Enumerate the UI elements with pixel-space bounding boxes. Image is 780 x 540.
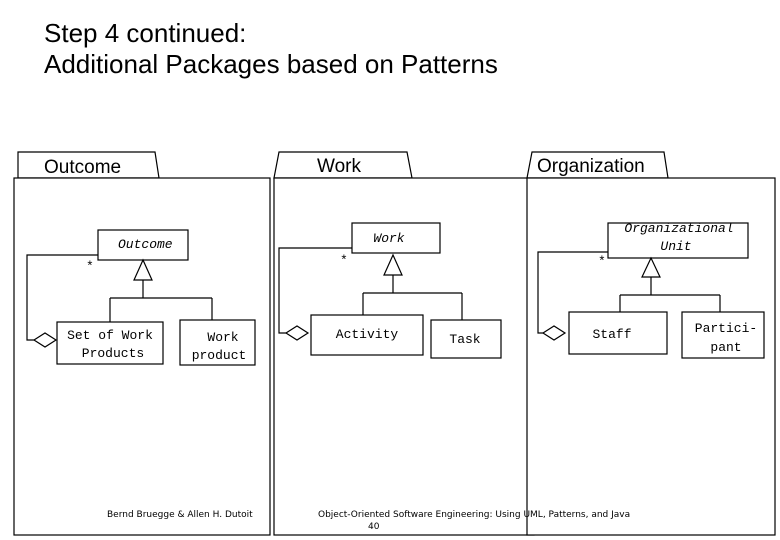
footer-book-title: Object-Oriented Software Engineering: Us… bbox=[318, 510, 631, 520]
package-body-work bbox=[273, 177, 535, 536]
class-name-work-abstract: Work bbox=[373, 231, 404, 246]
footer-book: Object-Oriented Software Engineering: Us… bbox=[318, 509, 648, 533]
class-organizational-unit bbox=[607, 222, 749, 259]
class-name-product: product bbox=[192, 348, 247, 363]
class-name-partici: Partici- bbox=[695, 321, 757, 336]
aggregation-line bbox=[26, 254, 98, 341]
package-outcome bbox=[13, 151, 271, 536]
slide-title: Step 4 continued: Additional Packages ba… bbox=[44, 18, 498, 80]
multiplicity-label: * bbox=[86, 259, 94, 274]
aggregation-line bbox=[537, 251, 608, 334]
aggregation-diamond bbox=[541, 325, 567, 341]
class-name-work: Work bbox=[207, 330, 238, 345]
aggregation-line bbox=[278, 247, 352, 334]
class-name-task: Task bbox=[449, 332, 480, 347]
class-task bbox=[430, 319, 502, 359]
package-label-organization: Organization bbox=[537, 156, 645, 177]
title-line-1: Step 4 continued: bbox=[44, 18, 247, 48]
class-name-outcome: Outcome bbox=[118, 237, 173, 252]
multiplicity-label: * bbox=[598, 254, 606, 269]
aggregation-diamond bbox=[284, 325, 310, 341]
footer-authors: Bernd Bruegge & Allen H. Dutoit bbox=[107, 510, 253, 520]
class-name-organizational: Organizational bbox=[624, 221, 733, 236]
footer-page-number: 40 bbox=[368, 522, 380, 532]
package-work bbox=[273, 151, 535, 536]
class-name-activity: Activity bbox=[336, 327, 399, 342]
class-work-product bbox=[179, 319, 256, 366]
class-name-staff: Staff bbox=[592, 327, 631, 342]
class-name-unit: Unit bbox=[660, 239, 691, 254]
package-label-work: Work bbox=[317, 156, 361, 177]
class-name-pant: pant bbox=[710, 340, 741, 355]
class-work bbox=[351, 222, 441, 254]
class-name-set-of-work: Set of Work bbox=[67, 328, 153, 343]
package-organization bbox=[526, 151, 776, 536]
multiplicity-label: * bbox=[340, 253, 348, 268]
package-body-organization bbox=[526, 177, 776, 536]
class-participant bbox=[681, 311, 765, 359]
class-staff bbox=[568, 311, 668, 355]
aggregation-diamond bbox=[32, 332, 58, 348]
class-name-products: Products bbox=[82, 346, 144, 361]
class-activity bbox=[310, 314, 424, 356]
title-line-2: Additional Packages based on Patterns bbox=[44, 49, 498, 79]
package-label-outcome: Outcome bbox=[44, 157, 121, 178]
